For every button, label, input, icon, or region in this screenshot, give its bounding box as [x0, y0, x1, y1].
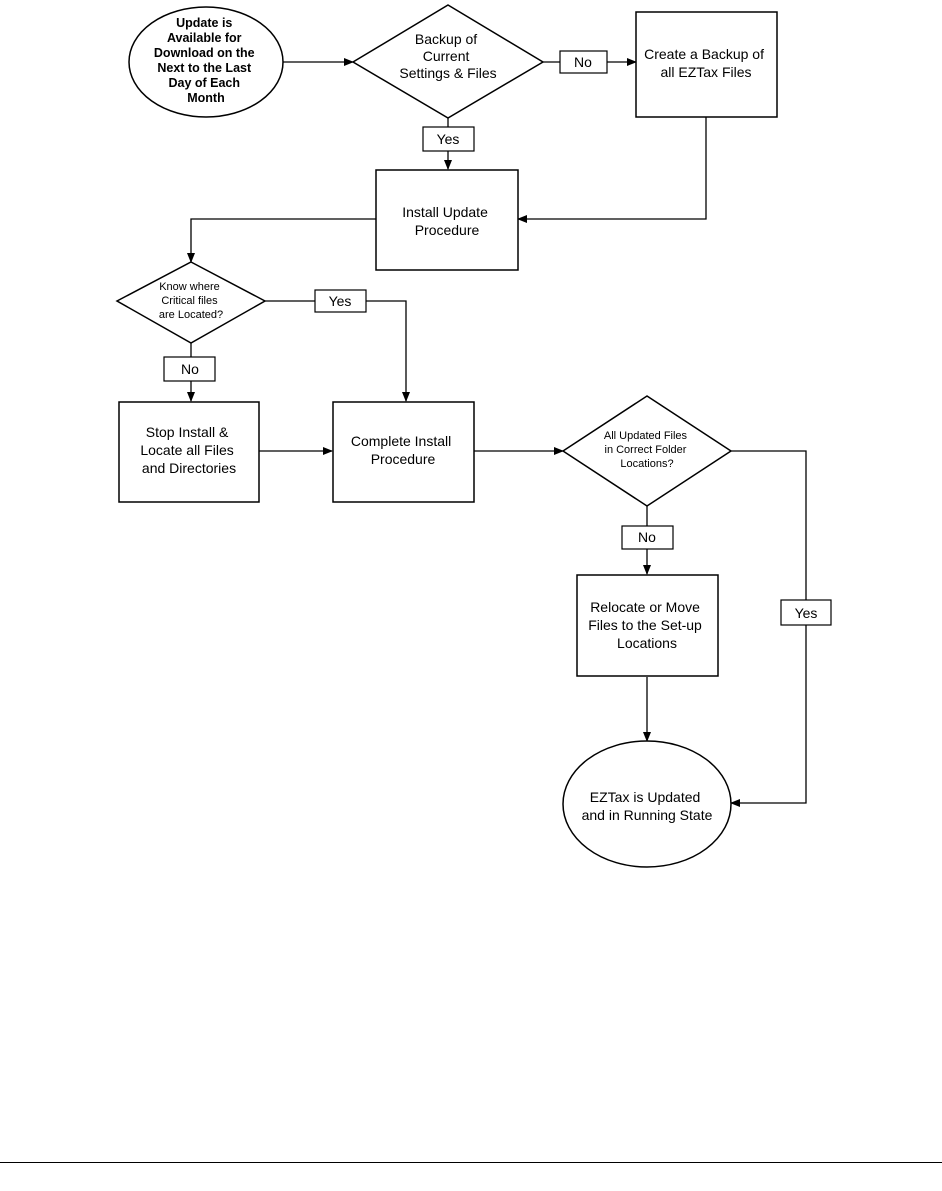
svg-text:Know where Critical file: Know where Critical files are Located? — [159, 281, 223, 321]
create-backup-line-1: Create a Backup of — [644, 46, 764, 62]
install-update-line-2: Procedure — [415, 222, 480, 238]
files-correct-line-2: in Correct Folder — [605, 444, 687, 456]
backup-decision: Backup of Current Settings & Files — [351, 4, 545, 119]
backup-decision-line-2: Current — [423, 48, 470, 64]
label-files-yes-text: Yes — [795, 605, 818, 621]
install-update-box: Install Update Procedure — [375, 169, 519, 271]
end-line-1: EZTax is Updated — [590, 789, 701, 805]
svg-text:Install Update Procedure: Install Update Procedure — [402, 204, 492, 238]
label-backup-yes: Yes — [422, 126, 475, 152]
label-backup-no-text: No — [574, 54, 592, 70]
label-backup-yes-text: Yes — [437, 131, 460, 147]
svg-text:All Updated Files in Cor: All Updated Files in Correct Folder Loca… — [604, 430, 690, 470]
create-backup-line-2: all EZTax Files — [660, 64, 751, 80]
label-backup-no: No — [559, 50, 608, 74]
relocate-line-2: Files to the Set-up — [588, 617, 702, 633]
svg-text:Stop Install & Locate al: Stop Install & Locate all Files and Dire… — [140, 424, 237, 476]
relocate-line-1: Relocate or Move — [590, 599, 700, 615]
stop-install-line-1: Stop Install & — [146, 424, 229, 440]
svg-text:Update is Available for: Update is Available for Download on the … — [154, 16, 258, 105]
complete-install-box: Complete Install Procedure — [332, 401, 475, 503]
svg-text:Complete Install Procedu: Complete Install Procedure — [351, 433, 455, 467]
relocate-box: Relocate or Move Files to the Set-up Loc… — [576, 574, 719, 677]
start-line-3: Download on the — [154, 46, 255, 60]
know-critical-line-3: are Located? — [159, 309, 223, 321]
complete-install-line-1: Complete Install — [351, 433, 451, 449]
files-correct-decision: All Updated Files in Correct Folder Loca… — [561, 395, 733, 507]
svg-text:EZTax is Updated and in: EZTax is Updated and in Running State — [582, 789, 713, 823]
know-critical-line-2: Critical files — [161, 295, 218, 307]
connector-create-backup-to-install — [517, 117, 707, 223]
label-critical-yes: Yes — [314, 289, 367, 313]
end-line-2: and in Running State — [582, 807, 713, 823]
know-critical-decision: Know where Critical files are Located? — [115, 261, 267, 344]
label-files-no-text: No — [638, 529, 656, 545]
create-backup-box: Create a Backup of all EZTax Files — [635, 11, 778, 118]
install-update-line-1: Install Update — [402, 204, 488, 220]
files-correct-line-1: All Updated Files — [604, 430, 688, 442]
stop-install-box: Stop Install & Locate all Files and Dire… — [118, 401, 260, 503]
know-critical-line-1: Know where — [159, 281, 220, 293]
relocate-line-3: Locations — [617, 635, 677, 651]
label-critical-yes-text: Yes — [329, 293, 352, 309]
end-node: EZTax is Updated and in Running State — [562, 740, 732, 868]
start-line-6: Month — [187, 91, 224, 105]
footer-rule — [0, 1162, 942, 1163]
connector-install-to-know-critical — [187, 218, 376, 263]
start-line-1: Update is — [176, 16, 232, 30]
start-node: Update is Available for Download on the … — [128, 6, 284, 118]
stop-install-line-3: and Directories — [142, 460, 236, 476]
start-line-4: Next to the Last — [157, 61, 252, 75]
backup-decision-line-1: Backup of — [415, 31, 477, 47]
backup-decision-line-3: Settings & Files — [399, 65, 496, 81]
svg-text:Relocate or Move Files t: Relocate or Move Files to the Set-up Loc… — [588, 599, 706, 651]
stop-install-line-2: Locate all Files — [140, 442, 233, 458]
label-critical-no: No — [163, 356, 216, 382]
files-correct-line-3: Locations? — [620, 458, 673, 470]
connector-critical-yes — [265, 300, 410, 402]
start-line-5: Day of Each — [168, 76, 240, 90]
start-line-2: Available for — [167, 31, 242, 45]
label-critical-no-text: No — [181, 361, 199, 377]
svg-text:Create a Backup of all E: Create a Backup of all EZTax Files — [644, 46, 768, 80]
complete-install-line-2: Procedure — [371, 451, 436, 467]
label-files-no: No — [621, 525, 674, 550]
svg-text:Backup of Current: Backup of Current Settings & Files — [399, 31, 496, 81]
connector-files-yes — [730, 450, 807, 807]
label-files-yes: Yes — [780, 599, 832, 626]
